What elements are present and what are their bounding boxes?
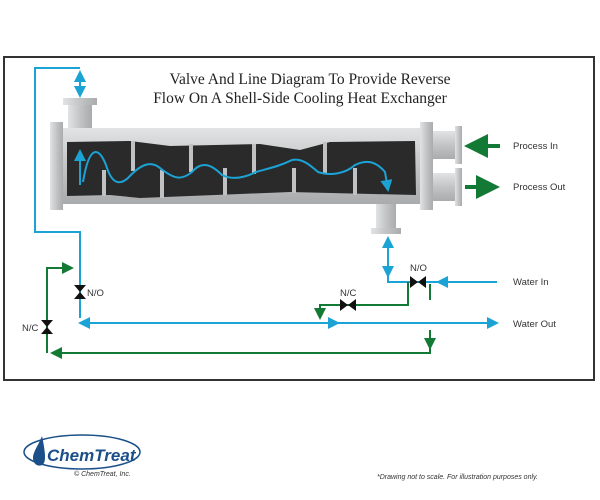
droplet-icon	[33, 436, 45, 466]
label-valve-left-nc: N/C	[22, 323, 39, 334]
valve-right-no-icon	[410, 276, 426, 288]
valves	[41, 276, 426, 334]
label-process-out: Process Out	[513, 182, 566, 193]
label-valve-left-no: N/O	[87, 288, 104, 299]
label-water-in: Water In	[513, 277, 549, 288]
valve-right-nc-icon	[340, 299, 356, 311]
label-valve-right-no: N/O	[410, 263, 427, 274]
label-process-in: Process In	[513, 141, 558, 152]
logo-text: ChemTreat	[47, 446, 137, 465]
valve-left-no-icon	[74, 285, 86, 299]
title-line-1: Valve And Line Diagram To Provide Revers…	[169, 71, 450, 88]
label-water-out: Water Out	[513, 319, 556, 330]
exchanger-shell	[50, 98, 462, 234]
label-valve-right-nc: N/C	[340, 288, 357, 299]
valve-left-nc-icon	[41, 320, 53, 334]
water-lines	[34, 67, 499, 329]
copyright: © ChemTreat, Inc.	[74, 470, 131, 478]
chemtreat-logo: ChemTreat	[23, 434, 141, 470]
title-line-2: Flow On A Shell-Side Cooling Heat Exchan…	[153, 90, 447, 107]
disclaimer: *Drawing not to scale. For illustration …	[377, 474, 538, 481]
